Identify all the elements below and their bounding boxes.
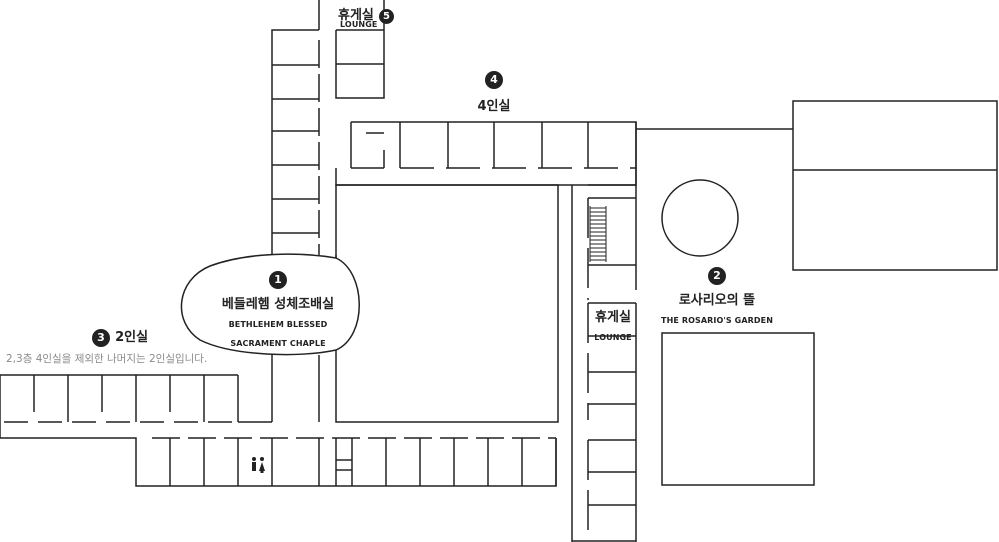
stairs-icon [590,206,606,262]
badge-1: 1 [269,271,287,289]
lounge-top-name-en: LOUNGE [340,20,378,29]
badge-4: 4 [485,71,503,89]
lounge-mid-name: 휴게실 [595,310,631,325]
lounge-top-name: 휴게실 [338,8,374,23]
chapel-name: 베들레헴 성체조배실 [221,297,335,312]
lounge-mid-name-en: LOUNGE [594,333,632,342]
courtyard [336,185,558,422]
garden-statue-circle [662,180,738,256]
southwest-wing-outline [0,375,556,486]
west-wing-outline [272,30,319,262]
chapel-outline [181,254,359,354]
quad-rooms-name: 4인실 [477,99,511,114]
double-rooms-name: 2인실 [115,330,149,345]
garden-label: 2 로사리오의 뜰 THE ROSARIO'S GARDEN [646,264,788,327]
garden-name: 로사리오의 뜰 [678,293,756,308]
restroom-icon [252,457,265,473]
garden-name-en: THE ROSARIO'S GARDEN [661,316,773,325]
badge-5: 5 [378,9,394,24]
chapel-name-en-2: SACRAMENT CHAPLE [230,339,326,348]
north-wing-outline [336,122,636,185]
double-rooms-label: 3 2인실 [92,326,148,347]
badge-3: 3 [92,329,110,347]
lounge-top-label: 휴게실 5 [338,4,394,24]
quad-rooms-label: 4 4인실 [470,68,518,114]
lounge-mid-label: 휴게실 LOUNGE [590,306,636,344]
double-rooms-note: 2,3층 4인실을 제외한 나머지는 2인실입니다. [6,353,208,365]
garden-annex [662,333,814,485]
badge-2: 2 [708,267,726,285]
chapel-name-en-1: BETHLEHEM BLESSED [228,320,328,329]
east-building [793,101,997,270]
chapel-label: 1 베들레헴 성체조배실 BETHLEHEM BLESSED SACRAMENT… [188,268,368,350]
